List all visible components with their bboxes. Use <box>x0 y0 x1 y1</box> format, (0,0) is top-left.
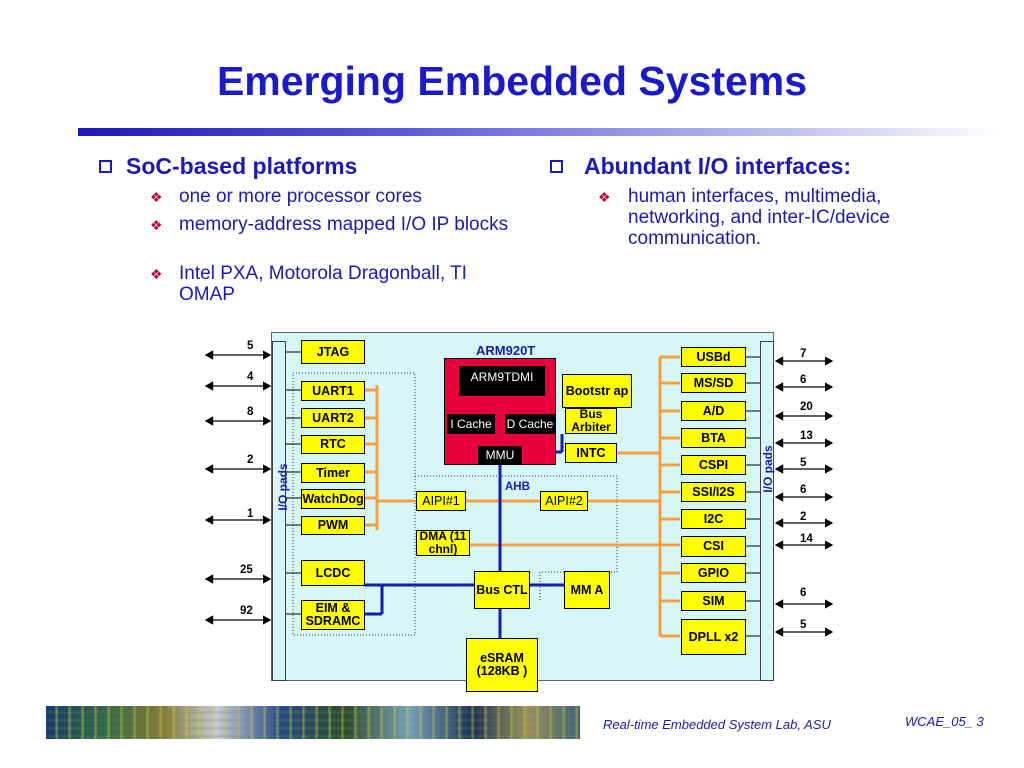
i2c-block: I2C <box>681 509 746 529</box>
uart2-block: UART2 <box>301 408 365 428</box>
ssi-i2s-block: SSI/I2S <box>681 482 746 502</box>
cspi-block: CSPI <box>681 455 746 475</box>
bus-arbiter-block: Bus Arbiter <box>565 408 617 434</box>
diamond-bullet-icon: ❖ <box>150 189 163 205</box>
right-pin-count: 6 <box>800 484 807 496</box>
right-pin-count: 6 <box>800 587 807 599</box>
square-bullet-icon <box>99 160 112 173</box>
right-pin-count: 6 <box>800 374 807 386</box>
footer-banner-image <box>46 706 580 739</box>
rtc-block: RTC <box>301 435 365 454</box>
eim-sdramc-block: EIM & SDRAMC <box>301 600 365 630</box>
left-heading: SoC-based platforms <box>126 153 358 179</box>
usbd-block: USBd <box>681 347 746 367</box>
mmu-block: MMU <box>478 446 522 464</box>
left-io-pads <box>272 341 286 681</box>
bus-ctl-block: Bus CTL <box>474 571 530 609</box>
right-pin-count: 2 <box>800 511 807 523</box>
icache-block: I Cache <box>447 414 495 434</box>
bootstrap-block: Bootstr ap <box>562 374 632 408</box>
left-pin-count: 25 <box>240 564 253 576</box>
intc-block: INTC <box>565 443 617 463</box>
title-divider <box>78 128 1000 136</box>
aipi2-block: AIPI#2 <box>540 491 588 511</box>
left-io-pads-label: I/O pads <box>276 463 290 511</box>
jtag-block: JTAG <box>301 340 365 364</box>
diamond-bullet-icon: ❖ <box>150 217 163 233</box>
footer-slide-id: WCAE_05_ 3 <box>905 714 984 729</box>
right-io-pads <box>760 341 774 681</box>
cpu-label: ARM920T <box>476 343 536 358</box>
right-pin-count: 14 <box>800 533 813 545</box>
mma-block: MM A <box>564 571 610 609</box>
left-item-1: one or more processor cores <box>179 186 422 207</box>
csi-block: CSI <box>681 536 746 557</box>
footer-lab: Real-time Embedded System Lab, ASU <box>603 717 831 732</box>
slide-title: Emerging Embedded Systems <box>216 58 808 104</box>
sim-block: SIM <box>681 591 746 611</box>
ahb-label: AHB <box>505 481 530 493</box>
right-pin-count: 5 <box>800 619 807 631</box>
pwm-block: PWM <box>301 516 365 535</box>
dma-block: DMA (11 chnl) <box>416 530 470 556</box>
uart1-block: UART1 <box>301 381 365 401</box>
ad-block: A/D <box>681 401 746 421</box>
left-pin-count: 8 <box>247 406 254 418</box>
right-pin-count: 20 <box>800 401 813 413</box>
bta-block: BTA <box>681 428 746 448</box>
timer-block: Timer <box>301 463 365 483</box>
aipi1-block: AIPI#1 <box>416 491 466 511</box>
right-pin-count: 5 <box>800 457 807 469</box>
diamond-bullet-icon: ❖ <box>598 189 611 205</box>
left-pin-count: 5 <box>247 340 254 352</box>
right-heading: Abundant I/O interfaces: <box>584 153 852 179</box>
dcache-block: D Cache <box>505 414 555 434</box>
left-pin-count: 4 <box>247 371 254 383</box>
esram-block: eSRAM (128KB ) <box>466 638 538 692</box>
right-pin-count: 13 <box>800 430 813 442</box>
dpll-block: DPLL x2 <box>681 619 746 655</box>
left-pin-count: 92 <box>240 605 253 617</box>
square-bullet-icon <box>550 160 563 173</box>
left-item-3: Intel PXA, Motorola Dragonball, TI OMAP <box>179 263 467 305</box>
gpio-block: GPIO <box>681 563 746 583</box>
diamond-bullet-icon: ❖ <box>150 266 163 282</box>
mssd-block: MS/SD <box>681 373 746 393</box>
right-pin-count: 7 <box>800 348 807 360</box>
left-pin-count: 2 <box>247 454 254 466</box>
right-item-1: human interfaces, multimedia, networking… <box>628 186 890 249</box>
right-io-pads-label: I/O pads <box>761 445 775 493</box>
watchdog-block: WatchDog <box>301 489 365 509</box>
lcdc-block: LCDC <box>301 560 365 586</box>
arm9tdmi-block: ARM9TDMI <box>459 366 545 396</box>
left-item-2: memory-address mapped I/O IP blocks <box>179 214 509 235</box>
left-pin-count: 1 <box>247 508 254 520</box>
